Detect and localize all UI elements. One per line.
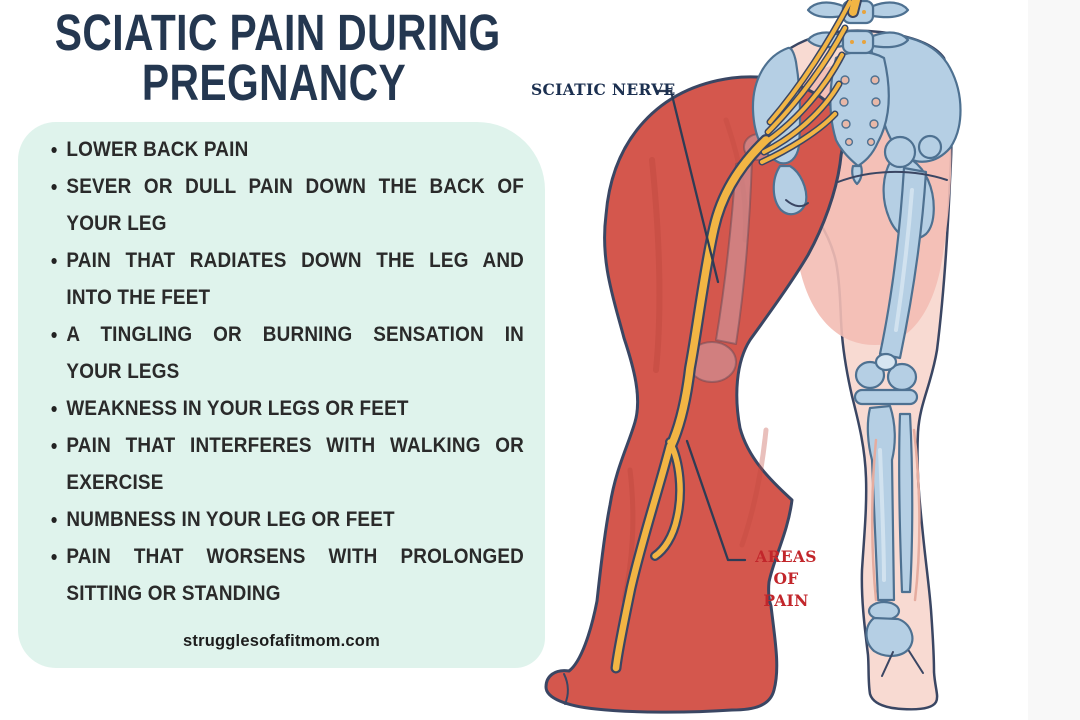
- left-buttock-fold: [785, 199, 809, 208]
- legs-anatomy-svg: [544, 0, 1080, 720]
- areas-of-pain-label-line2: PAIN: [763, 591, 809, 610]
- symptoms-panel: LOWER BACK PAIN SEVER OR DULL PAIN DOWN …: [18, 122, 545, 668]
- bone-highlight: [894, 188, 914, 332]
- website-credit: strugglesofafitmom.com: [183, 632, 380, 650]
- sciatic-nerve-label: SCIATIC NERVE: [531, 80, 676, 99]
- gluteal-fold: [837, 170, 948, 183]
- coccyx: [851, 164, 863, 186]
- midline-crease: [807, 165, 841, 256]
- page-title: SCIATIC PAIN DURING PREGNANCY: [0, 4, 548, 111]
- list-item: NUMBNESS IN YOUR LEG OR FEET: [50, 501, 524, 538]
- greater-trochanter: [917, 134, 943, 160]
- calf-contour: [870, 438, 878, 602]
- areas-of-pain-pointer-line: [685, 439, 747, 562]
- anatomy-illustration: [540, 0, 1080, 720]
- femoral-condyle: [854, 360, 886, 390]
- list-item: WEAKNESS IN YOUR LEGS OR FEET: [50, 390, 524, 427]
- tibial-plateau: [853, 388, 919, 406]
- muscle-streak: [649, 157, 663, 373]
- edge-strip: [1028, 0, 1080, 720]
- areas-of-pain-label: AREAS OF PAIN: [740, 546, 832, 612]
- achilles-crease: [908, 650, 924, 674]
- fibula: [898, 412, 914, 594]
- list-item: LOWER BACK PAIN: [50, 131, 524, 168]
- sciatic-nerve: [612, 0, 860, 672]
- page-title-line2: PREGNANCY: [141, 54, 407, 111]
- bone-highlight: [878, 448, 886, 582]
- patella: [874, 352, 898, 372]
- pain-area-leg: [544, 75, 850, 714]
- symptoms-list: LOWER BACK PAIN SEVER OR DULL PAIN DOWN …: [50, 131, 524, 612]
- symptoms-list-wrap: LOWER BACK PAIN SEVER OR DULL PAIN DOWN …: [18, 122, 545, 612]
- areas-of-pain-label-line1: AREAS OF: [755, 547, 817, 588]
- sacral-foramina: [839, 75, 881, 147]
- femur-head: [883, 135, 917, 169]
- page-title-line1: SCIATIC PAIN DURING: [54, 4, 501, 61]
- sciatic-nerve-pointer-line: [655, 89, 720, 284]
- toe-line: [563, 673, 569, 705]
- muscle-streak: [739, 427, 769, 548]
- achilles-crease: [881, 651, 894, 677]
- calf-contour: [912, 428, 921, 602]
- calcaneus: [865, 616, 914, 657]
